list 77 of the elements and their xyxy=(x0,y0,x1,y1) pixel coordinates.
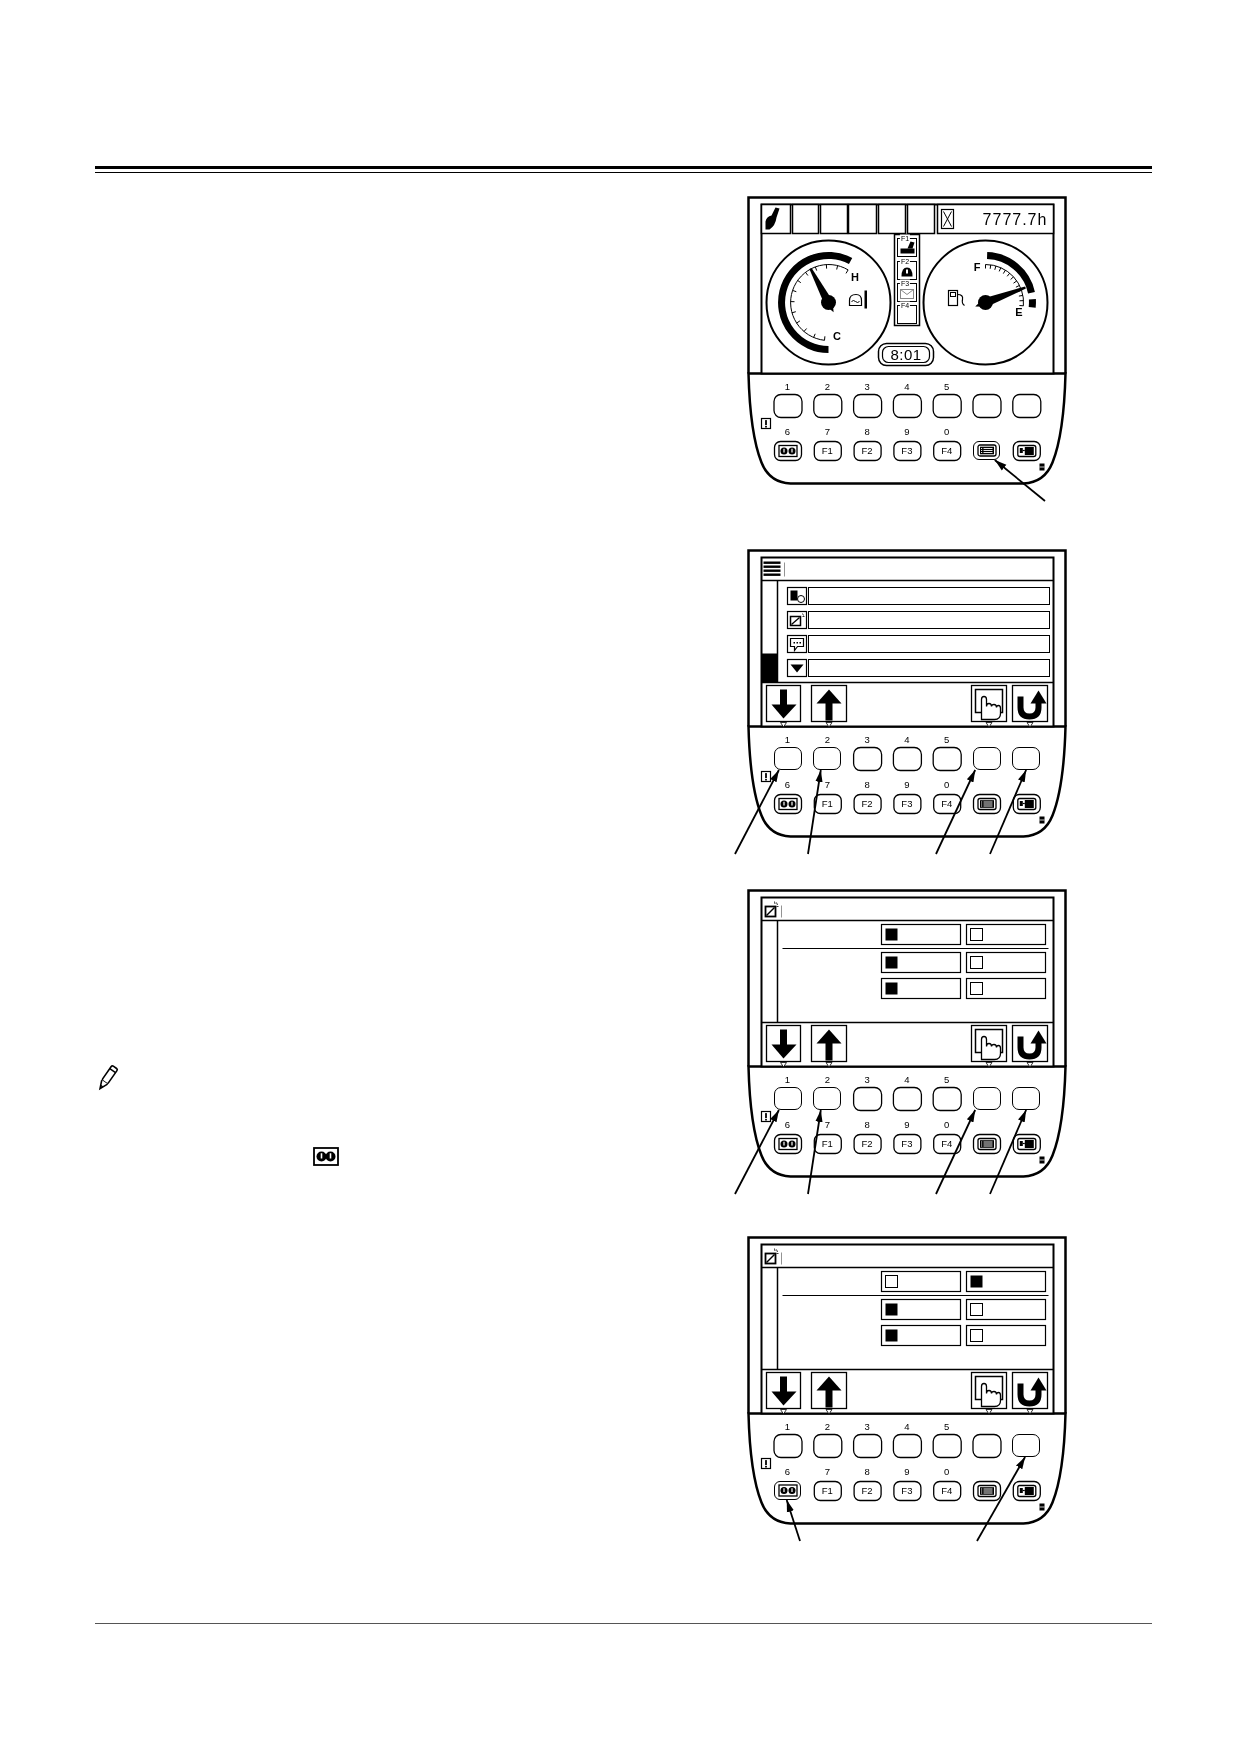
key-number: 6 xyxy=(784,1120,791,1130)
key-number: 9 xyxy=(904,427,910,437)
key-label: F2 xyxy=(861,1485,873,1496)
key-number: 8 xyxy=(864,780,870,790)
key-number: 9 xyxy=(904,1467,910,1477)
key-label: F4 xyxy=(941,1138,953,1149)
key-number: 7 xyxy=(824,427,830,437)
key-number: 2 xyxy=(824,735,830,745)
key-label: F1 xyxy=(821,445,833,456)
key-label: F2 xyxy=(861,1138,873,1149)
key-number: 6 xyxy=(784,427,791,437)
leader-arrow xyxy=(989,769,1027,855)
key-number: 0 xyxy=(944,427,950,437)
key-number: 1 xyxy=(784,1075,791,1085)
key-number: 3 xyxy=(864,1422,870,1432)
leader-arrow xyxy=(935,1109,977,1195)
key-number: 3 xyxy=(864,382,870,392)
key-number: 8 xyxy=(864,427,870,437)
key-label: F4 xyxy=(941,445,953,456)
key-number: 4 xyxy=(904,735,910,745)
key-number: 5 xyxy=(944,735,950,745)
key-number: 9 xyxy=(904,1120,910,1130)
key-number: 5 xyxy=(944,382,950,392)
keypad-key xyxy=(1012,1087,1041,1110)
key-number: 2 xyxy=(824,1422,830,1432)
key-number: 2 xyxy=(824,1075,830,1085)
leader-arrow xyxy=(734,1109,780,1195)
key-label: F1 xyxy=(821,1485,833,1496)
key-label: F1 xyxy=(821,798,833,809)
key-label: F1 xyxy=(821,1138,833,1149)
key-number: 7 xyxy=(824,780,830,790)
leader-arrow xyxy=(935,769,977,855)
key-number: 8 xyxy=(864,1120,870,1130)
leader-arrow xyxy=(993,459,1046,502)
key-number: 3 xyxy=(864,1075,870,1085)
key-number: 1 xyxy=(784,735,791,745)
hour-meter-reading: 7777.7h xyxy=(982,212,1048,228)
keypad-key xyxy=(813,1087,842,1110)
key-number: 4 xyxy=(904,382,910,392)
key-number: 9 xyxy=(904,780,910,790)
gauge-scale-mark: E xyxy=(1015,306,1023,318)
leader-arrow xyxy=(807,1109,823,1195)
key-number: 0 xyxy=(944,780,950,790)
key-number: 5 xyxy=(944,1422,950,1432)
leader-arrow xyxy=(785,1499,801,1542)
key-number: 1 xyxy=(784,382,791,392)
clock-reading: 8:01 xyxy=(890,346,922,362)
key-number: 7 xyxy=(824,1467,830,1477)
gauge-scale-mark: H xyxy=(851,271,859,283)
gauge-scale-mark: F xyxy=(973,261,981,273)
key-number: 5 xyxy=(944,1075,950,1085)
key-number: 4 xyxy=(904,1422,910,1432)
key-label: F3 xyxy=(901,445,913,456)
keypad-key xyxy=(1012,1434,1041,1457)
key-number: 4 xyxy=(904,1075,910,1085)
key-number: 7 xyxy=(824,1120,830,1130)
keypad-key xyxy=(1012,747,1041,770)
leader-arrow xyxy=(807,769,823,855)
key-number: 0 xyxy=(944,1120,950,1130)
key-label: F2 xyxy=(861,445,873,456)
leader-arrow xyxy=(976,1456,1026,1542)
key-label: F3 xyxy=(901,798,913,809)
leader-arrow xyxy=(989,1109,1027,1195)
keypad-key xyxy=(813,747,842,770)
key-number: 2 xyxy=(824,382,830,392)
key-label: F2 xyxy=(861,798,873,809)
key-label: F3 xyxy=(901,1138,913,1149)
leader-arrow xyxy=(734,769,780,855)
gauge-scale-mark: C xyxy=(833,330,841,342)
key-number: 3 xyxy=(864,735,870,745)
key-number: 1 xyxy=(784,1422,791,1432)
key-label: F4 xyxy=(941,1485,953,1496)
key-number: 0 xyxy=(944,1467,950,1477)
key-label: F3 xyxy=(901,1485,913,1496)
key-number: 8 xyxy=(864,1467,870,1477)
key-label: F4 xyxy=(941,798,953,809)
key-number: 6 xyxy=(784,780,791,790)
